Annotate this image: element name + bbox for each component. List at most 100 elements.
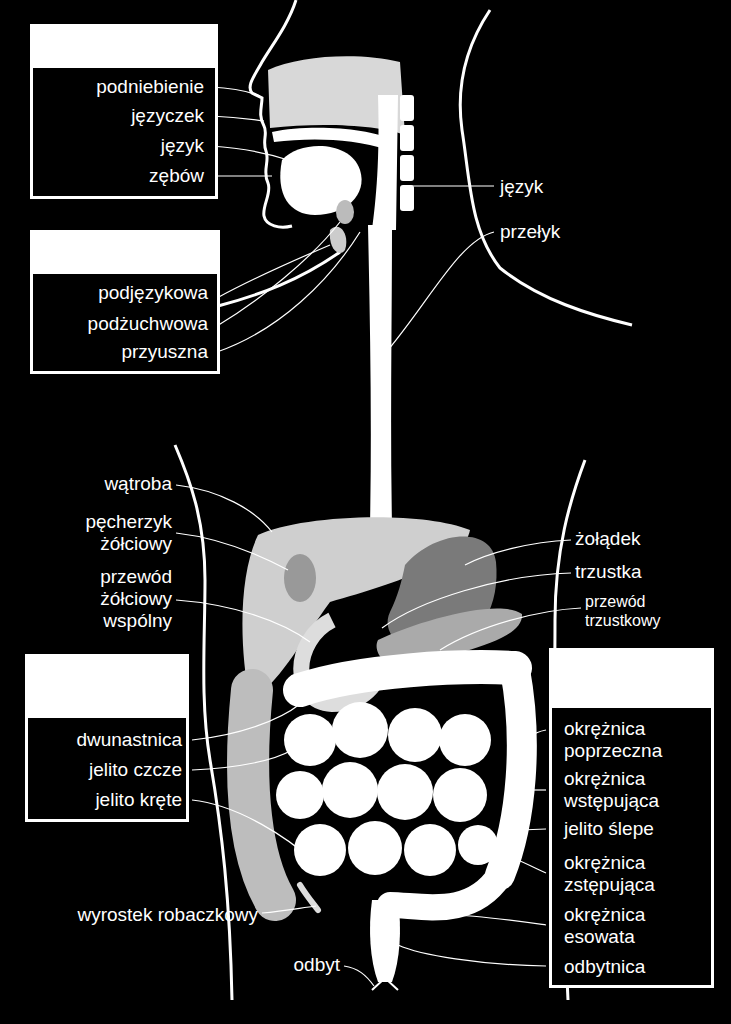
organ-name: podjęzykowa [42, 282, 208, 304]
label-slot: podjęzykowa [42, 282, 208, 304]
intestine-loop [284, 714, 336, 766]
organ-name: przyuszna [42, 341, 208, 363]
organ-label: przewód trzustkowy [585, 592, 715, 630]
organ-name: podniebienie [44, 76, 204, 98]
label-slot: przewód żółciowy wspólny [72, 566, 172, 632]
organ-label: przełyk [500, 221, 610, 243]
organ-label: trzustka [575, 561, 695, 583]
gallbladder [284, 554, 316, 602]
intestine-loop [433, 768, 487, 822]
vertebrae [400, 95, 414, 211]
label-slot: język [44, 135, 204, 157]
label-slot: zębów [44, 165, 204, 187]
label-slot: jelito czcze [32, 759, 182, 781]
leader-line [176, 600, 310, 642]
vertebra [400, 155, 414, 181]
leader-line [450, 915, 546, 925]
label-slot: pęcherzyk żółciowy [62, 511, 172, 555]
label-slot: wątroba [52, 473, 172, 495]
leader-line [344, 966, 374, 986]
label-slot: podniebienie [44, 76, 204, 98]
label-box: okrężnica poprzeczna okrężnica wstępująca… [549, 648, 714, 988]
leader-line [217, 222, 340, 326]
leader-line [217, 232, 360, 352]
leader-line [410, 185, 494, 186]
anus [372, 978, 398, 990]
label-slot: podżuchwowa [42, 313, 208, 335]
intestine-loop [404, 824, 456, 876]
label-slot: odbyt [260, 954, 340, 976]
box-header-bar [33, 27, 215, 68]
intestine-loop [348, 821, 402, 875]
organ-name: zębów [44, 165, 204, 187]
leader-line [192, 800, 312, 860]
label-slot: okrężnica wstępująca [564, 768, 699, 812]
label-box: podniebienie języczek język zębów [30, 24, 218, 199]
label-slot: przyuszna [42, 341, 208, 363]
label-slot: język [500, 176, 610, 198]
label-box: dwunastnica jelito czcze jelito kręte [25, 654, 189, 822]
intestine-loop [322, 762, 378, 818]
ascending-colon [248, 690, 275, 900]
leader-line [528, 730, 546, 738]
label-slot: dwunastnica [32, 729, 182, 751]
sigmoid-colon [390, 875, 500, 907]
neck-front [218, 252, 340, 306]
neck-back [460, 10, 632, 325]
label-box: podjęzykowa podżuchwowa przyuszna [30, 230, 220, 374]
leader-line [398, 945, 546, 966]
salivary-gland [336, 200, 354, 224]
leader-line [530, 789, 546, 790]
vertebra [400, 125, 414, 151]
leader-line [176, 533, 288, 570]
organ-name: podżuchwowa [42, 313, 208, 335]
organ-name: okrężnica poprzeczna [564, 718, 699, 762]
intestine-loop [439, 714, 491, 766]
descending-colon [500, 670, 522, 875]
organ-label: żołądek [575, 528, 695, 550]
label-slot: żołądek [575, 528, 695, 550]
label-slot: okrężnica esowata [564, 904, 699, 948]
leader-line [211, 87, 260, 96]
label-slot: wyrostek robaczkowy [18, 904, 258, 926]
label-slot: jelito ślepe [564, 818, 699, 840]
leader-line [512, 858, 546, 873]
organ-name: język [44, 135, 204, 157]
label-slot: okrężnica zstępująca [564, 852, 699, 896]
leader-line [382, 573, 571, 628]
leader-line [211, 175, 272, 176]
label-slot: odbytnica [564, 956, 699, 978]
box-header-bar [33, 233, 217, 274]
organ-label: wątroba [52, 473, 172, 495]
label-slot: jelito kręte [32, 789, 182, 811]
leader-line [176, 485, 272, 532]
organ-name: jelito ślepe [564, 818, 699, 840]
label-slot: przewód trzustkowy [585, 592, 715, 630]
organ-name: odbytnica [564, 956, 699, 978]
organ-name: jelito kręte [32, 789, 182, 811]
organ-name: okrężnica wstępująca [564, 768, 699, 812]
organ-name: okrężnica zstępująca [564, 852, 699, 896]
intestine-loop [377, 764, 433, 820]
small-intestine [276, 702, 498, 876]
intestine-loop [388, 708, 442, 762]
label-slot: przełyk [500, 221, 610, 243]
transverse-colon [300, 667, 515, 690]
organ-name: jelito czcze [32, 759, 182, 781]
intestine-loop [458, 825, 498, 865]
label-slot: okrężnica poprzeczna [564, 718, 699, 762]
pharynx [372, 95, 398, 230]
vertebra [400, 95, 414, 121]
label-slot: języczek [44, 105, 204, 127]
organ-name: języczek [44, 105, 204, 127]
leader-line [211, 146, 288, 160]
organ-label: język [500, 176, 610, 198]
rectum [370, 900, 400, 982]
leader-line [465, 540, 571, 565]
esophagus [368, 225, 392, 525]
organ-label: pęcherzyk żółciowy [62, 511, 172, 555]
leader-line [192, 704, 300, 740]
vertebra [400, 185, 414, 211]
box-header-bar [552, 651, 711, 708]
palate [272, 128, 392, 150]
